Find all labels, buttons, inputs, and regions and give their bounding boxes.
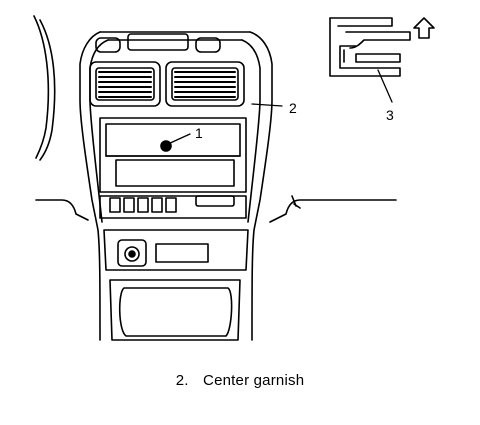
gauge-cluster-edge (33, 15, 56, 161)
figure-caption: 2. Center garnish (0, 372, 480, 389)
leader-line-3 (377, 69, 393, 103)
screw-fastener (160, 140, 172, 152)
callout-1: 1 (195, 125, 203, 141)
caption-number: 2. (175, 372, 189, 389)
up-arrow-icon (413, 17, 435, 39)
lower-console-section (103, 229, 249, 271)
right-air-vent (165, 61, 245, 107)
leader-lines (167, 69, 393, 145)
caption-text: Center garnish (203, 372, 305, 389)
switch-panel-row (99, 195, 247, 219)
dashboard-contour (35, 195, 397, 223)
left-air-vent (89, 61, 161, 107)
lower-storage-tray (109, 279, 241, 341)
audio-unit (99, 117, 247, 193)
clip-detail-inset (329, 17, 411, 77)
leader-line-1 (167, 133, 191, 145)
callout-2: 2 (289, 100, 297, 116)
top-switch-buttons (95, 33, 221, 53)
leader-line-2 (251, 103, 283, 107)
callout-3: 3 (386, 107, 394, 123)
